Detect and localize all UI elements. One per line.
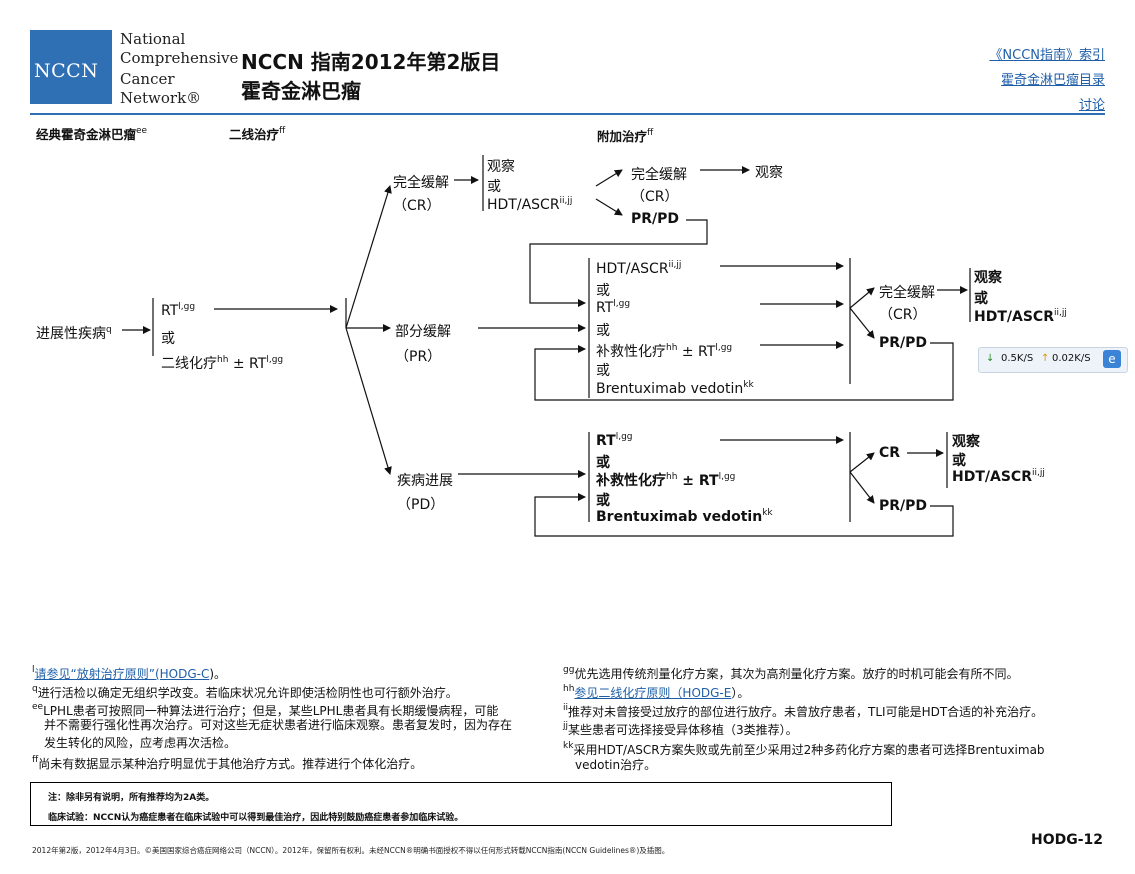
note-category: 注：除非另有说明，所有推荐均为2A类。 — [48, 793, 215, 803]
node-salvage-chemo: 补救性化疗hh ± RTl,gg — [596, 472, 736, 489]
node-cr-label: 完全缓解 — [393, 175, 449, 191]
node-cr-label: 完全缓解 — [879, 285, 935, 301]
node-hdt-ascr: HDT/ASCRii,jj — [596, 260, 682, 277]
node-pd-abbr: （PD） — [397, 497, 445, 513]
page-subtitle: 霍奇金淋巴瘤 — [241, 79, 361, 103]
note-box — [30, 782, 892, 826]
node-pd-label: 疾病进展 — [397, 473, 453, 489]
node-cr-label: 完全缓解 — [631, 167, 687, 183]
footnote-ee-line3: 发生转化的风险，应考虑再次活检。 — [44, 736, 237, 750]
footnote-q: q进行活检以确定无组织学改变。若临床状况允许即使活检阴性也可行额外治疗。 — [32, 684, 458, 700]
upload-speed: 0.02K/S — [1052, 353, 1091, 364]
nav-link-index[interactable]: 《NCCN指南》索引 — [989, 48, 1105, 63]
node-cr-abbr: （CR） — [631, 189, 679, 205]
nav-link-discussion[interactable]: 讨论 — [1078, 98, 1105, 113]
node-observe: 观察 — [952, 434, 980, 450]
node-cr-abbr: （CR） — [393, 198, 441, 214]
node-or: 或 — [596, 363, 610, 379]
header-divider — [30, 113, 1105, 115]
node-salvage-chemo: 补救性化疗hh ± RTl,gg — [596, 343, 733, 360]
download-speed: 0.5K/S — [1001, 353, 1034, 364]
node-or: 或 — [596, 455, 610, 471]
footnote-kk-line2: vedotin治疗。 — [575, 758, 657, 772]
node-hdt-ascr: HDT/ASCRii,jj — [952, 468, 1045, 485]
column-header-2: 二线治疗ff — [229, 126, 286, 142]
footnote-ee-line2: 并不需要行强化性再次治疗。可对这些无症状患者进行临床观察。患者复发时，因为存在 — [44, 718, 513, 732]
node-observe: 观察 — [487, 159, 515, 175]
node-pr-pd: PR/PD — [631, 211, 680, 227]
node-or: 或 — [974, 291, 988, 307]
browser-icon[interactable]: e — [1103, 350, 1121, 368]
org-line-1: National — [120, 30, 186, 48]
copyright-text: 2012年第2版，2012年4月3日。©美国国家综合癌症网络公司（NCCN）。2… — [32, 846, 670, 855]
footnote-hh: hh参见二线化疗原则（HODG-E）。 — [563, 684, 750, 700]
footnote-gg: gg优先选用传统剂量化疗方案，其次为高剂量化疗方案。放疗的时机可能会有所不同。 — [563, 665, 1019, 681]
node-cr: CR — [879, 445, 901, 461]
node-progressive-disease: 进展性疾病q — [36, 325, 112, 342]
org-line-2: Comprehensive — [120, 49, 239, 67]
network-speed-widget[interactable]: ↓ 0.5K/S ↑ 0.02K/S e — [978, 347, 1128, 373]
node-rt: RTl,gg — [596, 432, 633, 449]
node-or: 或 — [596, 283, 610, 299]
node-pr-label: 部分缓解 — [395, 324, 451, 340]
node-or: 或 — [952, 453, 966, 469]
page-title: NCCN 指南2012年第2版目 — [241, 50, 501, 74]
node-brentuximab: Brentuximab vedotinkk — [596, 508, 773, 525]
link-radiotherapy-principles[interactable]: 请参见“放射治疗原则”(HODG-C — [34, 667, 210, 681]
node-pr-pd: PR/PD — [879, 335, 928, 351]
node-observe: 观察 — [755, 165, 783, 181]
node-pr-pd: PR/PD — [879, 498, 928, 514]
down-arrow-icon: ↓ — [986, 353, 995, 364]
footnote-jj: jj某些患者可选择接受异体移植（3类推荐）。 — [563, 721, 798, 737]
node-rt: RTl,gg — [596, 299, 631, 316]
node-second-line-chemo: 二线化疗hh ± RTl,gg — [161, 355, 284, 372]
footnote-ii: ii推荐对未曾接受过放疗的部位进行放疗。未曾放疗患者，TLI可能是HDT合适的补… — [563, 703, 1044, 719]
footnote-kk: kk采用HDT/ASCR方案失败或先前至少采用过2种多药化疗方案的患者可选择Br… — [563, 741, 1045, 757]
nav-link-toc[interactable]: 霍奇金淋巴瘤目录 — [1000, 73, 1105, 88]
footnote-ee: eeLPHL患者可按照同一种算法进行治疗；但是，某些LPHL患者具有长期缓慢病程… — [32, 702, 499, 718]
node-pr-abbr: （PR） — [395, 349, 442, 365]
link-second-line-chemo-principles[interactable]: 参见二线化疗原则（HODG-E — [574, 686, 732, 700]
footnote-ff: ff尚未有数据显示某种治疗明显优于其他治疗方式。推荐进行个体化治疗。 — [32, 755, 423, 771]
node-or: 或 — [161, 331, 175, 347]
node-cr-abbr: （CR） — [879, 307, 927, 323]
node-rt: RTl,gg — [161, 302, 196, 319]
node-or: 或 — [596, 323, 610, 339]
page-code: HODG-12 — [1031, 832, 1104, 848]
column-header-3: 附加治疗ff — [597, 128, 654, 144]
footnote-l: l请参见“放射治疗原则”(HODG-C)。 — [32, 665, 227, 681]
note-clinical-trials: 临床试验：NCCN认为癌症患者在临床试验中可以得到最佳治疗，因此特别鼓励癌症患者… — [48, 813, 464, 823]
node-hdt-ascr: HDT/ASCRii,jj — [487, 196, 573, 213]
column-header-1: 经典霍奇金淋巴瘤ee — [36, 126, 148, 142]
node-brentuximab: Brentuximab vedotinkk — [596, 380, 754, 397]
node-hdt-ascr: HDT/ASCRii,jj — [974, 308, 1067, 325]
up-arrow-icon: ↑ — [1041, 353, 1050, 364]
nccn-logo — [30, 30, 112, 104]
org-line-3: Cancer — [120, 70, 175, 88]
node-or: 或 — [487, 179, 501, 195]
org-line-4: Network® — [120, 89, 202, 107]
node-or: 或 — [596, 493, 610, 509]
node-observe: 观察 — [974, 270, 1002, 286]
logo-text: NCCN — [34, 60, 99, 82]
